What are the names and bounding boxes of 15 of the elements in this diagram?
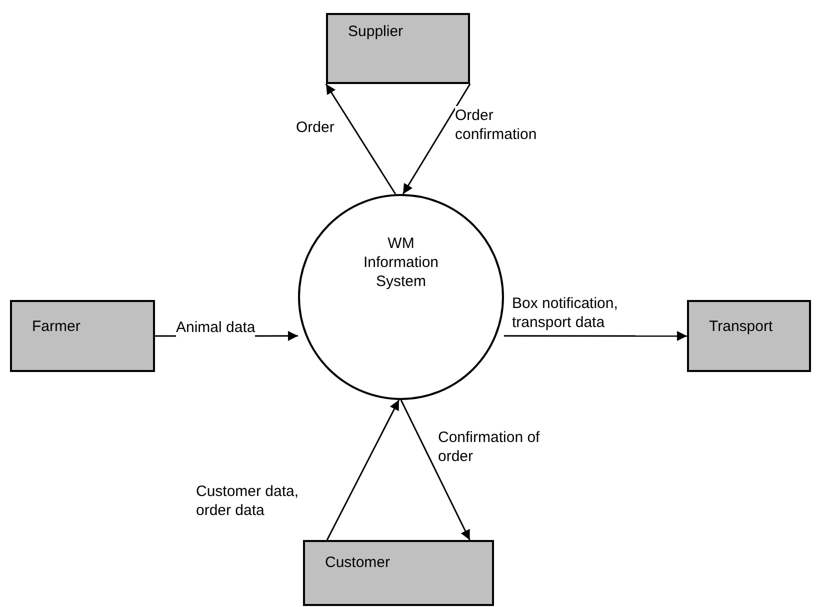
entity-label: Supplier <box>348 23 404 41</box>
entity-box <box>687 300 811 372</box>
entity-label: Farmer <box>32 318 82 336</box>
entity-box <box>10 300 155 372</box>
entity-label: Transport <box>709 318 774 336</box>
arrow <box>400 400 470 540</box>
arrow <box>504 331 687 341</box>
edge-label: Animal data <box>176 318 256 337</box>
arrow <box>326 400 400 540</box>
process-label: WM Information System <box>362 234 440 291</box>
arrow <box>402 84 471 194</box>
entity-box <box>326 13 470 84</box>
arrow <box>325 84 396 194</box>
entity-label: Customer <box>325 554 392 572</box>
entity-box <box>303 540 494 606</box>
